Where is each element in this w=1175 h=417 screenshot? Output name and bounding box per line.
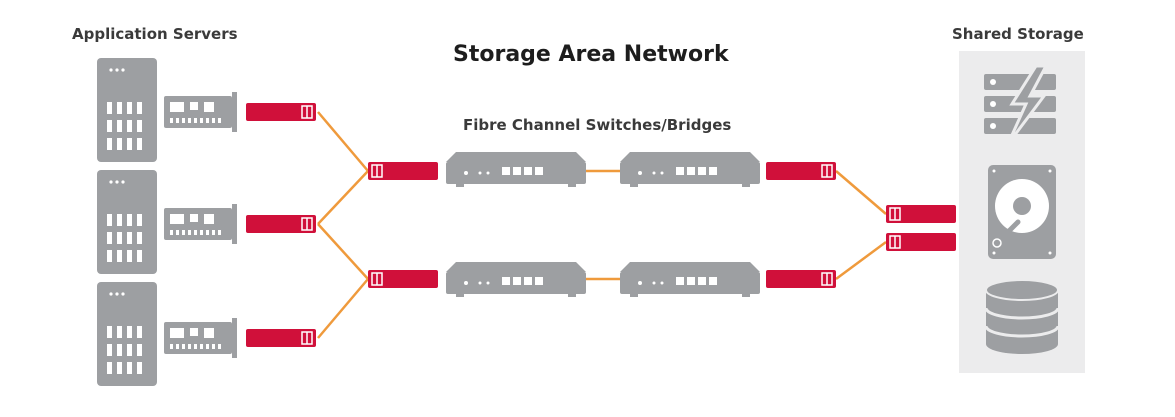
switch-b-out-connector-icon <box>765 269 837 289</box>
switch-a1-icon <box>446 152 586 187</box>
link-switchA-to-storage <box>835 170 887 215</box>
diagram-title: Storage Area Network <box>453 42 729 67</box>
fibre-links <box>317 111 887 339</box>
hard-disk-icon <box>988 165 1056 259</box>
storage-connector-1-icon <box>885 204 957 224</box>
server-1-icon <box>97 58 157 162</box>
link-server2-to-switchA <box>317 170 369 225</box>
link-server2-to-switchB <box>317 223 369 280</box>
server-2-icon <box>97 170 157 274</box>
link-server1-to-switchA <box>317 111 369 172</box>
application-servers-label: Application Servers <box>72 25 238 43</box>
shared-storage-label: Shared Storage <box>952 25 1084 43</box>
hba-card-3-icon <box>164 318 237 358</box>
switch-a2-icon <box>620 152 760 187</box>
server-1-connector-icon <box>245 102 317 122</box>
hba-card-2-icon <box>164 204 237 244</box>
server-2-connector-icon <box>245 214 317 234</box>
server-3-connector-icon <box>245 328 317 348</box>
switch-b2-icon <box>620 262 760 297</box>
storage-array-icon <box>984 64 1056 145</box>
switches-label: Fibre Channel Switches/Bridges <box>463 116 732 134</box>
hba-card-1-icon <box>164 92 237 132</box>
switch-b1-icon <box>446 262 586 297</box>
database-icon <box>984 279 1060 354</box>
switch-a-out-connector-icon <box>765 161 837 181</box>
server-3-icon <box>97 282 157 386</box>
link-server3-to-switchB <box>317 278 369 339</box>
link-switchB-to-storage <box>835 240 887 281</box>
switch-b-in-connector-icon <box>367 269 439 289</box>
switch-a-in-connector-icon <box>367 161 439 181</box>
storage-connector-2-icon <box>885 232 957 252</box>
